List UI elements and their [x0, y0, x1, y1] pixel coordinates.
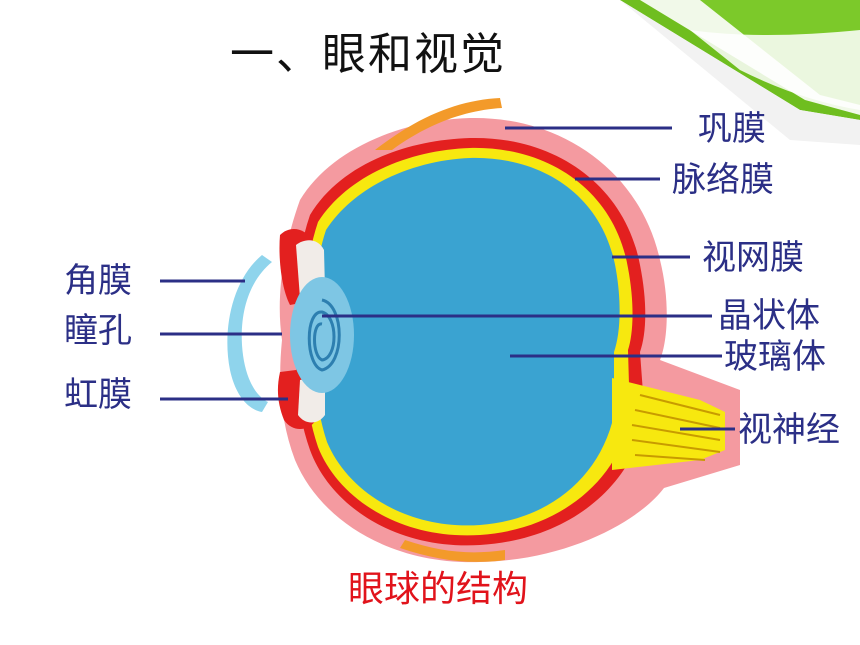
label-vitreous: 玻璃体 [724, 337, 826, 377]
label-cornea: 角膜 [64, 261, 132, 301]
label-lens: 晶状体 [718, 296, 820, 336]
cornea-shape [227, 255, 272, 412]
optic-nerve-shape [612, 378, 725, 470]
sclera-edge-top [375, 98, 502, 150]
label-retina: 视网膜 [702, 238, 804, 278]
vitreous-body [314, 157, 620, 526]
corner-decoration [620, 0, 860, 145]
label-pupil: 瞳孔 [64, 311, 132, 351]
optic-nerve-fibers [631, 394, 721, 461]
label-choroid: 脉络膜 [672, 160, 774, 200]
leader-lines [160, 126, 735, 431]
label-sclera: 巩膜 [698, 109, 766, 149]
sclera-edge-bottom [400, 540, 505, 562]
diagram-caption: 眼球的结构 [348, 569, 529, 610]
lens-swirl [307, 298, 341, 372]
label-optic-nerve: 视神经 [738, 410, 840, 450]
label-iris: 虹膜 [64, 375, 132, 415]
lens-shape [290, 277, 354, 393]
page-title: 一、眼和视觉 [230, 29, 506, 80]
